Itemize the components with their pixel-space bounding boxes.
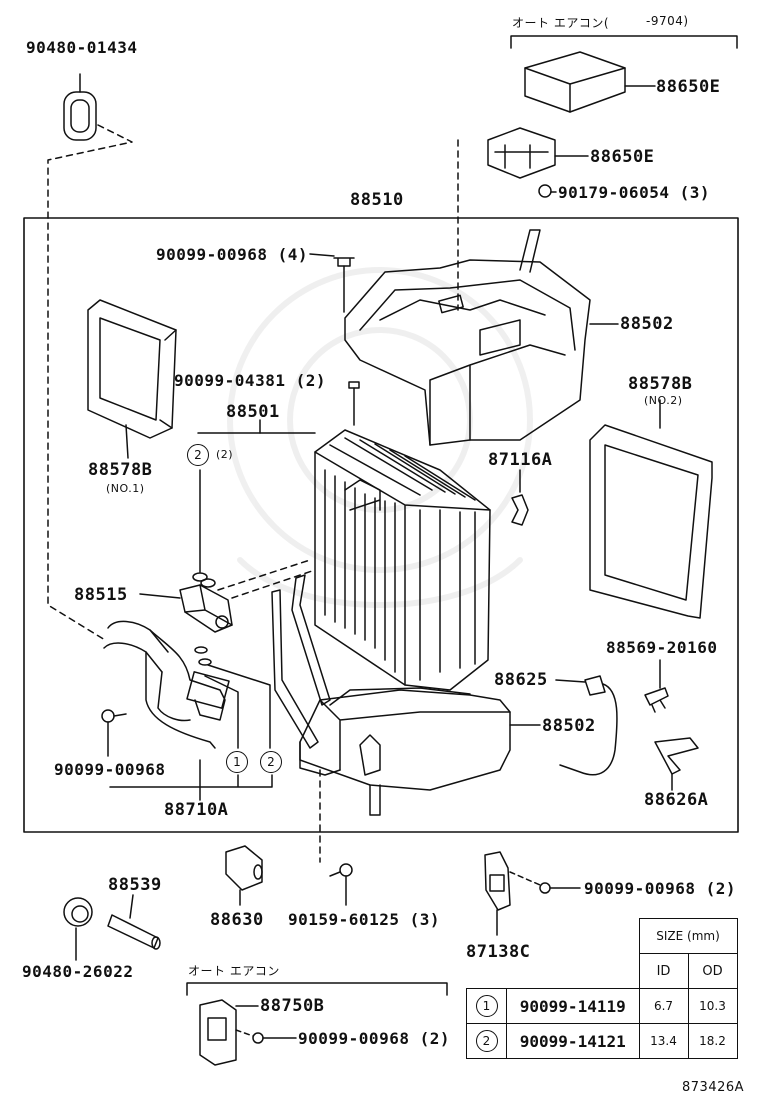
label-auto-aircon-top: オート エアコン( <box>512 16 609 30</box>
label-no1: (NO.1) <box>106 482 145 495</box>
label-88510: 88510 <box>350 190 404 210</box>
row-part: 90099-14119 <box>506 988 640 1024</box>
thermistor-88625 <box>555 675 618 776</box>
bracket-auto-aircon-bottom <box>186 982 448 996</box>
size-col-od: OD <box>687 953 738 989</box>
label-88750b: 88750B <box>260 996 325 1016</box>
label-88710a: 88710A <box>164 800 229 820</box>
label-88625: 88625 <box>494 670 548 690</box>
label-auto-aircon-top-range: -9704) <box>646 14 689 28</box>
size-col-id: ID <box>638 953 689 989</box>
label-90099-00968-2a: 90099-00968 (2) <box>584 879 736 898</box>
callout-1-tube: 1 <box>226 751 248 773</box>
packing-88578b-no2 <box>589 399 713 619</box>
label-88502-upper: 88502 <box>620 314 674 334</box>
evaporator-88501 <box>314 429 491 691</box>
oring-upper <box>192 572 208 582</box>
assembly-frame <box>23 217 739 833</box>
label-88502-lower: 88502 <box>542 716 596 736</box>
diagram-code: 873426A <box>682 1080 745 1095</box>
label-90480-01434: 90480-01434 <box>26 38 138 57</box>
label-90159-60125: 90159-60125 (3) <box>288 910 440 929</box>
label-88578b-no1: 88578B <box>88 460 153 480</box>
grommet-90480-01434 <box>63 73 97 141</box>
bracket-auto-aircon-top <box>510 35 738 49</box>
tube-88539 <box>107 894 161 950</box>
leader-88710a <box>109 759 273 788</box>
label-90099-00968-4: 90099-00968 (4) <box>156 245 308 264</box>
callout-2-top: 2 <box>187 444 209 466</box>
packing-88578b-no1 <box>87 299 177 459</box>
drain-bracket <box>271 574 331 749</box>
screw-90159-60125 <box>329 863 353 906</box>
label-90099-04381: 90099-04381 (2) <box>174 371 326 390</box>
screw-90099-00968-4 <box>333 257 355 313</box>
bracket-88626a <box>654 737 699 791</box>
module-88750b <box>199 999 297 1066</box>
screw-90099-04381 <box>348 381 360 426</box>
label-90099-00968-2b: 90099-00968 (2) <box>298 1029 450 1048</box>
label-90179-06054: 90179-06054 (3) <box>558 183 710 202</box>
label-88626a: 88626A <box>644 790 709 810</box>
module-88650e-lower <box>487 127 589 198</box>
size-table: SIZE (mm) ID OD 1 90099-14119 6.7 10.3 2… <box>466 918 738 1059</box>
screw-90099-00968-left <box>101 709 127 757</box>
case-88502-lower <box>299 687 541 816</box>
label-no2: (NO.2) <box>644 394 683 407</box>
row-od: 10.3 <box>687 988 738 1024</box>
label-88578b-no2: 88578B <box>628 374 693 394</box>
table-row: 1 90099-14119 6.7 10.3 <box>466 988 738 1024</box>
label-88539: 88539 <box>108 875 162 895</box>
sensor-88630 <box>225 845 263 906</box>
label-88501: 88501 <box>226 402 280 422</box>
label-88630: 88630 <box>210 910 264 930</box>
label-88650e-lower: 88650E <box>590 147 655 167</box>
module-88650e-upper <box>524 51 656 113</box>
grommet-90480-26022 <box>63 897 93 961</box>
label-90480-26022: 90480-26022 <box>22 962 134 981</box>
leader-grommet <box>47 124 133 641</box>
expansion-valve-88515 <box>139 584 233 633</box>
label-88515: 88515 <box>74 585 128 605</box>
row-id: 6.7 <box>638 988 689 1024</box>
label-auto-aircon-bottom: オート エアコン <box>188 964 280 978</box>
callout-2-tube: 2 <box>260 751 282 773</box>
size-header: SIZE (mm) <box>638 918 738 954</box>
case-88502-upper <box>344 229 619 446</box>
row-mark: 2 <box>475 1030 498 1052</box>
clip-87116a <box>511 469 529 526</box>
tube-88710a <box>103 620 271 749</box>
row-id: 13.4 <box>638 1023 689 1059</box>
label-90099-00968-left: 90099-00968 <box>54 760 166 779</box>
label-87116a: 87116A <box>488 450 553 470</box>
label-callout-2-count: (2) <box>216 448 234 461</box>
label-88650e-upper: 88650E <box>656 77 721 97</box>
row-part: 90099-14121 <box>506 1023 640 1059</box>
table-row: 2 90099-14121 13.4 18.2 <box>466 1023 738 1059</box>
clip-88569-20160 <box>644 659 669 713</box>
row-od: 18.2 <box>687 1023 738 1059</box>
row-mark: 1 <box>475 995 498 1017</box>
label-88569-20160: 88569-20160 <box>606 638 718 657</box>
amplifier-87138c <box>484 851 581 936</box>
